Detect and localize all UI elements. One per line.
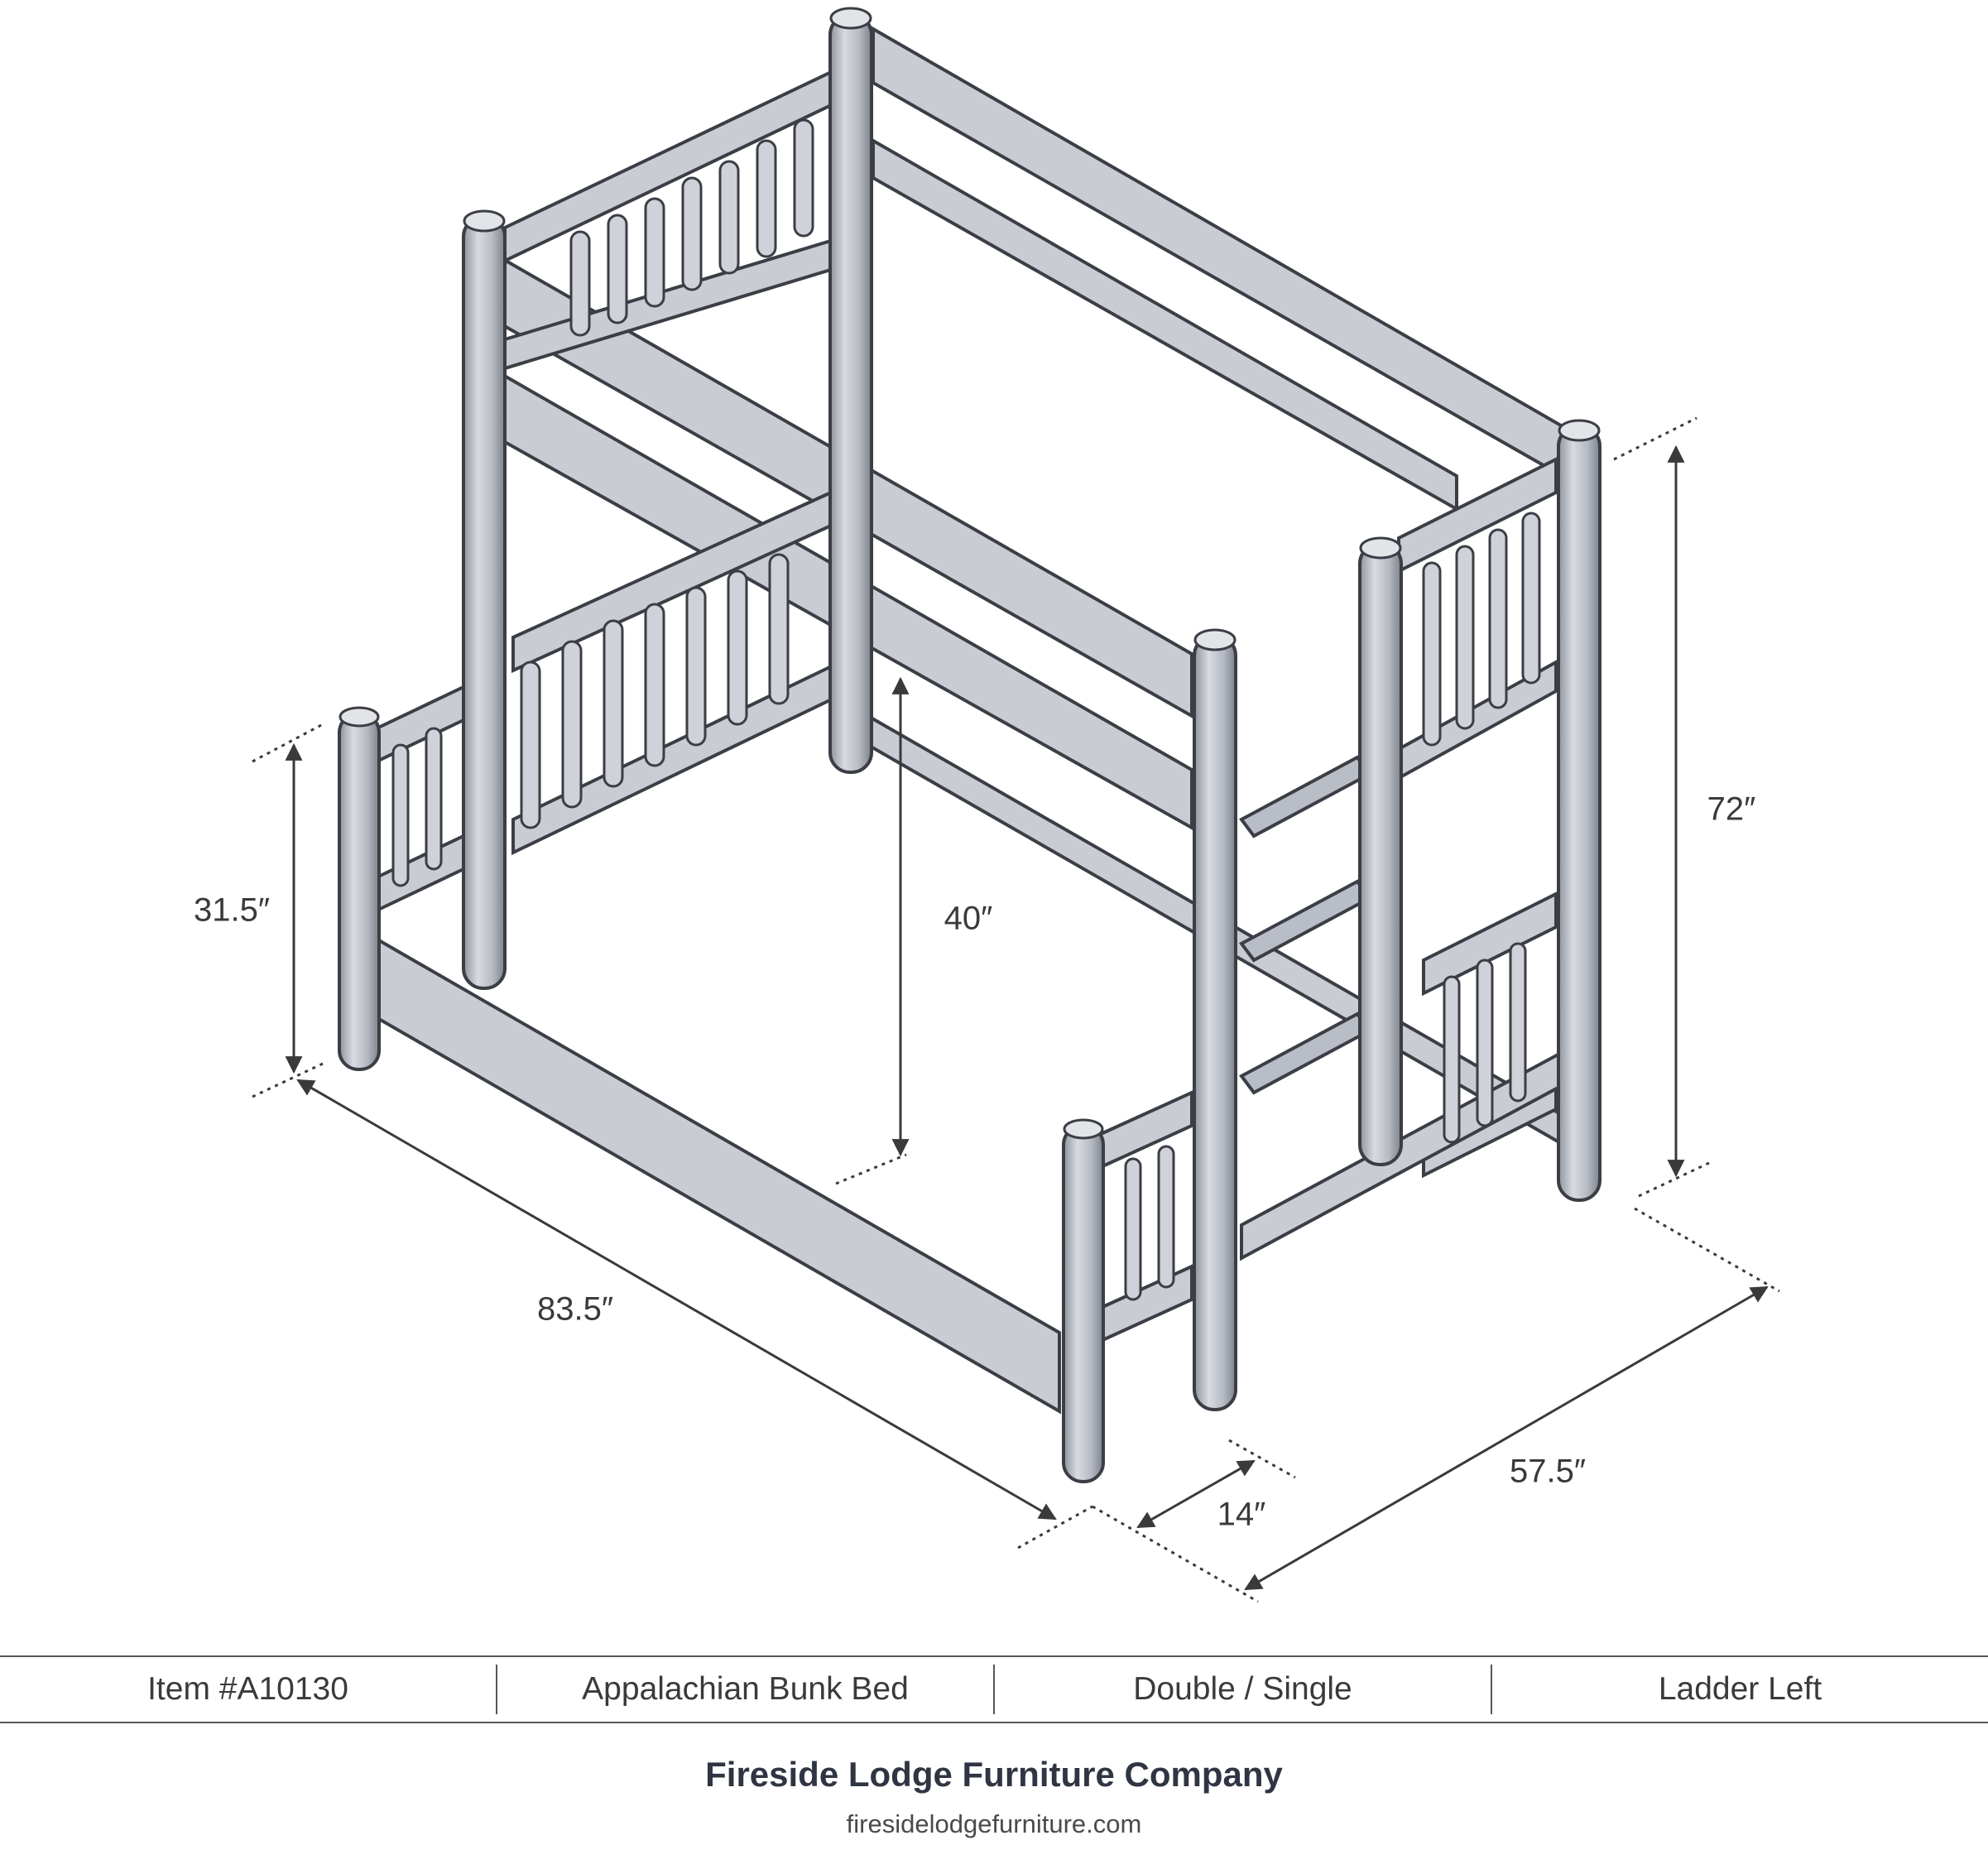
upper-back-rail	[872, 26, 1578, 488]
dim-label-40: 40″	[944, 900, 993, 937]
bunk-bed-illustration	[252, 7, 1780, 1603]
post-lower-front	[1062, 1124, 1105, 1483]
ladder-rung-3	[1239, 1011, 1372, 1095]
upper-head-spindles	[569, 118, 814, 337]
divider	[1491, 1665, 1492, 1714]
upper-foot-spindles	[1422, 512, 1541, 747]
post-front-right-tall	[1193, 634, 1237, 1411]
dim-label-83: 83.5″	[536, 1290, 614, 1328]
bed-posts	[338, 13, 1601, 1483]
lower-end-rail-bottom	[375, 833, 465, 914]
lower-front-foot-rail-bottom	[1099, 1263, 1193, 1344]
lower-front-rail	[354, 924, 1061, 1415]
info-bar: Item #A10130 Appalachian Bunk Bed Double…	[0, 1655, 1988, 1723]
post-lower-left	[338, 712, 381, 1071]
company-name: Fireside Lodge Furniture Company	[705, 1755, 1283, 1794]
lower-foot-rail	[1422, 891, 1558, 997]
post-front-left-tall	[462, 215, 507, 990]
divider	[496, 1665, 497, 1714]
dimension-lines	[252, 416, 1780, 1603]
divider	[993, 1665, 995, 1714]
ladder-rung-2	[1239, 879, 1372, 963]
ladder-position: Ladder Left	[1658, 1671, 1822, 1707]
post-ladder	[1358, 542, 1403, 1166]
dim-label-14: 14″	[1217, 1496, 1266, 1533]
post-back-left	[828, 13, 873, 774]
dim-14-line	[1136, 1459, 1256, 1529]
bunk-bed-diagram: 72″ 31.5″ 40″ 83.5″ 57.5″ 14″	[193, 7, 1780, 1603]
lower-head-spindles	[391, 553, 1527, 1301]
dim-57-line	[1244, 1285, 1769, 1591]
post-back-right	[1557, 425, 1601, 1202]
dim-83-line	[296, 1079, 1057, 1521]
bed-size: Double / Single	[1133, 1671, 1352, 1707]
dim-label-57: 57.5″	[1509, 1453, 1587, 1490]
dim-label-72: 72″	[1707, 790, 1756, 828]
dim-label-31: 31.5″	[193, 891, 271, 929]
website-link[interactable]: firesidelodgefurniture.com	[846, 1809, 1142, 1838]
ladder-rung-1	[1239, 755, 1372, 838]
item-number: Item #A10130	[147, 1671, 348, 1707]
product-name: Appalachian Bunk Bed	[582, 1671, 909, 1707]
lower-front-foot-rail	[1099, 1089, 1193, 1170]
ladder	[1239, 755, 1372, 1095]
lower-end-rail	[375, 684, 465, 765]
post-caps	[339, 7, 1601, 1140]
